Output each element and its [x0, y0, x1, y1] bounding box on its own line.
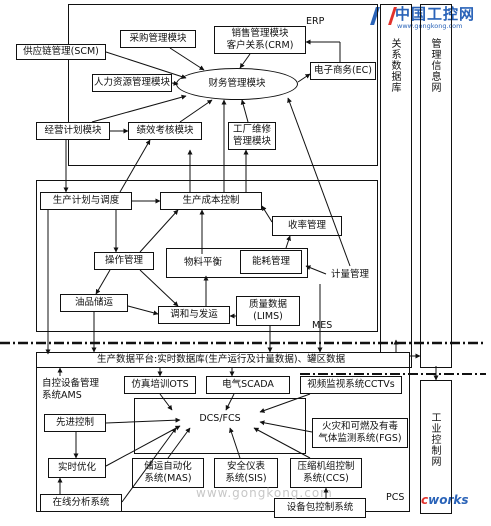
sales-module-label: 销售管理模块	[231, 28, 289, 39]
maintenance-label-1: 工厂维修	[232, 124, 271, 135]
lims-label-1: 质量数据	[248, 299, 287, 310]
cworks-logo: cworks	[421, 492, 469, 508]
industrial-net-column	[420, 380, 452, 514]
performance-module-box: 绩效考核模块	[128, 122, 202, 140]
pcs-tag: PCS	[386, 492, 405, 503]
rto-box: 实时优化	[48, 458, 106, 478]
mas-label-2: 系统(MAS)	[144, 473, 192, 484]
sales-crm-module-box: 销售管理模块 客户关系(CRM)	[214, 26, 306, 54]
production-data-platform: 生产数据平台:实时数据库(生产运行及计量数据)、罐区数据	[36, 352, 410, 368]
metering-box: 计量管理	[326, 266, 374, 284]
fgs-label-1: 火灾和可燃及有毒	[321, 421, 398, 432]
blending-box: 调和与发运	[158, 306, 230, 324]
fgs-box: 火灾和可燃及有毒 气体监测系统(FGS)	[312, 418, 408, 448]
scheduling-box: 生产计划与调度	[40, 192, 132, 210]
scada-box: 电气SCADA	[206, 376, 290, 394]
hr-module-box: 人力资源管理模块	[92, 74, 172, 92]
maintenance-module-box: 工厂维修 管理模块	[228, 122, 276, 150]
fgs-label-2: 气体监测系统(FGS)	[318, 433, 402, 444]
ccs-label-2: 系统(CCS)	[303, 473, 349, 484]
maintenance-label-2: 管理模块	[232, 136, 271, 147]
cost-control-box: 生产成本控制	[160, 192, 262, 210]
yield-box: 收率管理	[272, 216, 342, 236]
operation-box: 操作管理	[94, 252, 154, 270]
ccs-box: 压缩机组控制 系统(CCS)	[290, 458, 362, 488]
cworks-logo-rest: works	[428, 493, 469, 507]
mes-frame	[36, 180, 378, 332]
sis-label-1: 安全仪表	[226, 461, 265, 472]
gongkong-logo-name: 中国工控网	[395, 5, 476, 23]
package-control-box: 设备包控制系统	[274, 498, 366, 518]
sis-box: 安全仪表 系统(SIS)	[214, 458, 278, 488]
sis-label-2: 系统(SIS)	[225, 473, 267, 484]
dcs-fcs-label: DCS/FCS	[199, 413, 241, 424]
ots-box: 仿真培训OTS	[124, 376, 196, 394]
purchase-module-box: 采购管理模块	[120, 30, 196, 48]
gongkong-logo-url: www.gongkong.com	[397, 22, 463, 30]
ams-label-2: 系统AMS	[42, 390, 82, 401]
cworks-logo-lead: c	[421, 493, 429, 507]
planning-module-box: 经营计划模块	[36, 122, 110, 140]
scm-box: 供应链管理(SCM)	[16, 44, 106, 60]
cctv-box: 视频监视系统CCTVs	[300, 376, 402, 394]
mas-box: 储运自动化 系统(MAS)	[132, 458, 204, 488]
ams-label-1: 自控设备管理	[42, 378, 100, 389]
energy-box: 能耗管理	[240, 250, 302, 274]
finance-module-ellipse: 财务管理模块	[176, 68, 298, 100]
management-net-label: 管理信息网	[429, 38, 440, 93]
watermark-url: www.gongkong.com	[196, 486, 333, 500]
mes-tag: MES	[312, 320, 333, 331]
industrial-net-label: 工业控制网	[429, 412, 440, 467]
relational-db-label: 关系数据库	[389, 38, 400, 93]
apc-box: 先进控制	[44, 414, 106, 432]
material-balance-box: 物料平衡	[172, 254, 234, 272]
lims-box: 质量数据 (LIMS)	[236, 296, 300, 326]
gongkong-logo: 中国工控网 www.gongkong.com	[367, 5, 491, 31]
erp-frame	[68, 4, 378, 166]
analyzer-box: 在线分析系统	[40, 494, 122, 512]
ams-box: 自控设备管理 系统AMS	[40, 376, 110, 404]
mas-label-1: 储运自动化	[144, 461, 192, 472]
erp-tag: ERP	[306, 16, 325, 27]
lims-label-2: (LIMS)	[253, 311, 283, 322]
ec-box: 电子商务(EC)	[310, 62, 376, 80]
storage-box: 油品储运	[60, 294, 128, 312]
crm-label: 客户关系(CRM)	[226, 40, 294, 51]
ccs-label-1: 压缩机组控制	[297, 461, 355, 472]
